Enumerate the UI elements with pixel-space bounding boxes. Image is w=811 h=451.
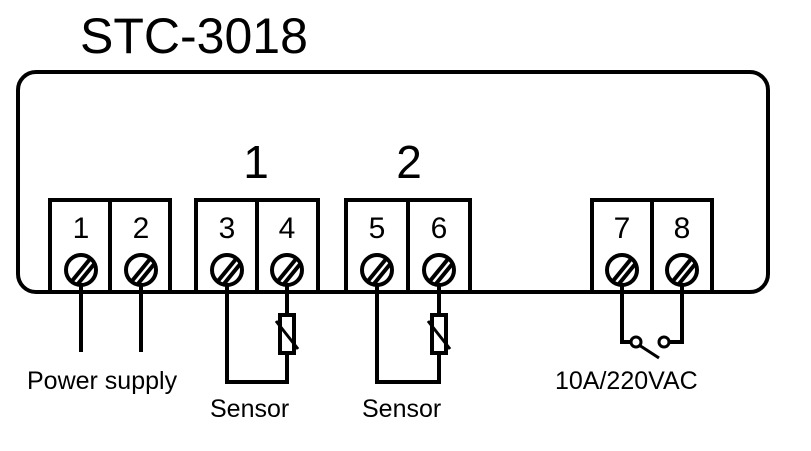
sensor-group-2-label: 2: [396, 136, 422, 188]
device-title: STC-3018: [80, 8, 308, 64]
screw-terminal-icon: [665, 253, 699, 287]
terminal-6-number: 6: [431, 212, 448, 245]
screw-terminal-icon: [605, 253, 639, 287]
thermistor-icon: [274, 313, 300, 355]
terminal-7-number: 7: [614, 212, 631, 245]
relay-switch-icon: [629, 335, 671, 360]
sensor-2-label: Sensor: [362, 395, 441, 423]
screw-terminal-icon: [270, 253, 304, 287]
sensor-2-wiring: [375, 285, 441, 384]
sensor-group-1-label: 1: [243, 136, 269, 188]
relay-rating-label: 10A/220VAC: [555, 367, 698, 395]
terminal-2-number: 2: [133, 212, 150, 245]
thermistor-icon: [426, 313, 452, 355]
power-supply-wires: [79, 285, 143, 352]
screw-terminal-icon: [64, 253, 98, 287]
terminal-3-number: 3: [219, 212, 236, 245]
terminal-4-number: 4: [279, 212, 296, 245]
sensor-1-wiring: [225, 285, 289, 384]
power-supply-label: Power supply: [27, 367, 178, 395]
screw-terminal-icon: [360, 253, 394, 287]
sensor-1-label: Sensor: [210, 395, 289, 423]
terminal-8-number: 8: [674, 212, 691, 245]
screw-terminal-icon: [422, 253, 456, 287]
terminal-1-number: 1: [73, 212, 90, 245]
terminal-5-number: 5: [369, 212, 386, 245]
screw-terminal-icon: [210, 253, 244, 287]
screw-terminal-icon: [124, 253, 158, 287]
